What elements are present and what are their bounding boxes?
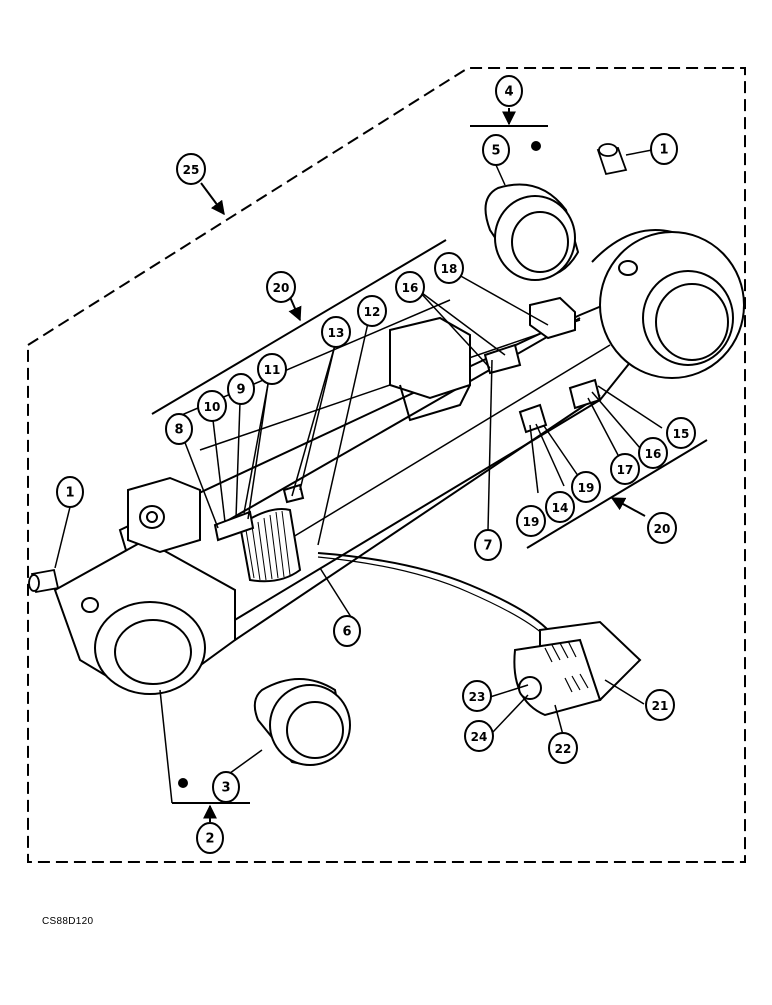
drawing-code: CS88D120 [42,916,94,927]
group-brackets [151,108,708,822]
svg-text:15: 15 [673,427,690,441]
leader-lines [54,149,663,846]
callout-23: 23 [462,680,492,712]
svg-text:19: 19 [523,515,540,529]
callout-12: 12 [357,295,387,327]
svg-text:18: 18 [441,262,458,276]
callout-8: 8 [165,413,193,445]
svg-text:2: 2 [205,832,214,847]
svg-text:24: 24 [471,730,488,744]
callout-19-a: 19 [516,505,546,537]
svg-text:1: 1 [659,143,668,158]
callout-16-right: 16 [638,437,668,469]
svg-text:17: 17 [617,463,634,477]
svg-text:3: 3 [221,781,230,796]
svg-text:8: 8 [174,423,183,438]
callout-1-top: 1 [650,133,678,165]
callout-18: 18 [434,252,464,284]
svg-text:5: 5 [491,144,500,159]
svg-text:7: 7 [483,539,492,554]
callout-15: 15 [666,417,696,449]
svg-text:6: 6 [342,625,351,640]
callout-20-top: 20 [266,271,296,303]
callout-16-top: 16 [395,271,425,303]
callout-6: 6 [333,615,361,647]
reference-dot-bottom [178,778,188,788]
bushing-top [484,183,580,281]
svg-text:13: 13 [328,326,345,340]
callout-2: 2 [196,822,224,854]
callout-20-right: 20 [647,512,677,544]
svg-text:11: 11 [264,363,281,377]
bushing-bottom [253,678,351,766]
svg-text:20: 20 [654,522,671,536]
svg-text:12: 12 [364,305,381,319]
callout-9: 9 [227,373,255,405]
callout-21: 21 [645,689,675,721]
svg-text:21: 21 [652,699,669,713]
svg-text:25: 25 [183,163,200,177]
callout-19-b: 19 [571,471,601,503]
callout-4: 4 [495,75,523,107]
grease-fitting-top [596,143,628,176]
svg-text:16: 16 [402,281,419,295]
electrical-connector [513,620,642,717]
callouts: 1 1 2 3 4 5 6 7 8 9 10 11 12 13 14 15 16… [56,75,696,854]
callout-10: 10 [197,390,227,422]
svg-text:10: 10 [204,400,221,414]
svg-text:22: 22 [555,742,572,756]
callout-1-left: 1 [56,476,84,508]
svg-text:16: 16 [645,447,662,461]
svg-text:19: 19 [578,481,595,495]
callout-22: 22 [548,732,578,764]
assembly-boundary [27,67,746,863]
svg-text:1: 1 [65,486,74,501]
svg-text:20: 20 [273,281,290,295]
callout-17: 17 [610,453,640,485]
callout-13: 13 [321,316,351,348]
sensor-cable [317,552,551,633]
callout-25: 25 [176,153,206,185]
callout-3: 3 [212,771,240,803]
callout-24: 24 [464,720,494,752]
reference-dot-top [531,141,541,151]
svg-text:9: 9 [236,383,245,398]
svg-text:4: 4 [504,85,513,100]
callout-7: 7 [474,529,502,561]
grease-fitting-left [28,568,60,594]
svg-text:23: 23 [469,690,486,704]
callout-14: 14 [545,491,575,523]
cylinder-assembly [53,229,745,695]
svg-text:14: 14 [552,501,569,515]
callout-11: 11 [257,353,287,385]
callout-5: 5 [482,134,510,166]
